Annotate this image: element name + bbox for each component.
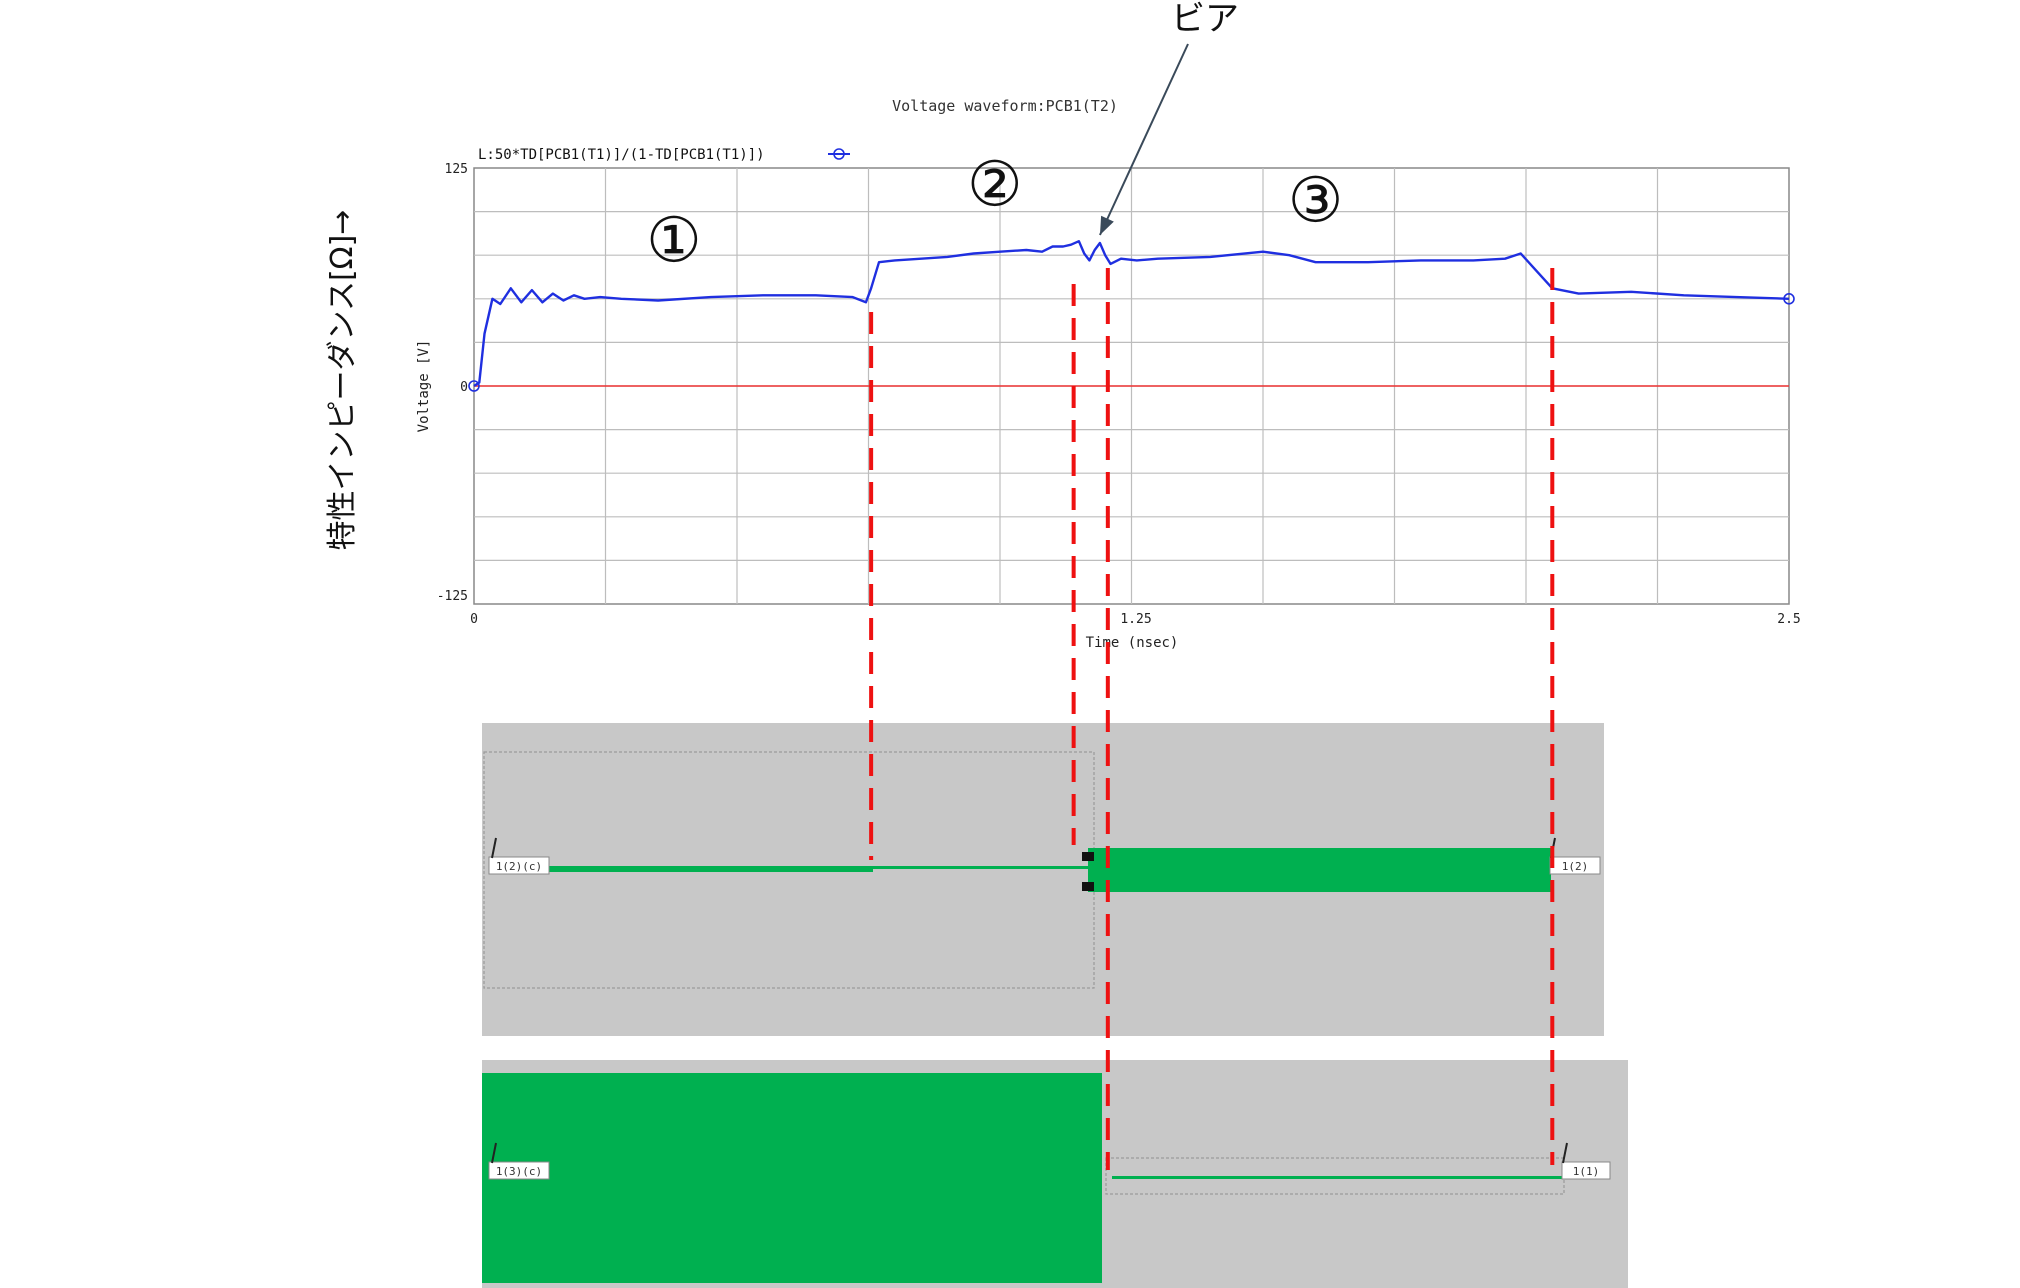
top-pad-right-label: 1(2)	[1562, 860, 1589, 873]
bottom-pad-right	[1561, 1161, 1611, 1180]
region-label-3-text: ③	[1288, 163, 1344, 236]
via-annotation-label: ビア	[1171, 0, 1239, 39]
y-tick-label-125: 125	[445, 162, 468, 177]
bottom-plane	[482, 1073, 1102, 1283]
series-start-marker	[468, 380, 480, 392]
top-narrow-trace	[873, 866, 1088, 869]
region-label-3: ③	[1288, 163, 1344, 236]
x-tick-label-1-25: 1.25	[1120, 612, 1151, 627]
bottom-probe-right	[1562, 1142, 1568, 1164]
top-probe-left	[491, 837, 497, 859]
region-label-2-text: ②	[967, 148, 1023, 221]
chart-title: Voltage waveform:PCB1(T2)	[892, 97, 1118, 115]
top-pad-left	[488, 856, 550, 875]
via-arrow-head	[1099, 215, 1114, 235]
via-pad-upper	[1082, 852, 1094, 861]
y-tick-label-neg125: -125	[437, 589, 468, 604]
x-tick-label-0: 0	[470, 612, 478, 627]
outer-y-axis-label: 特性インピーダンス[Ω]→	[325, 210, 360, 551]
impedance-series-line	[473, 240, 1790, 388]
region-label-1-text: ①	[646, 204, 702, 277]
top-wide-trace	[1088, 848, 1551, 892]
bottom-probe-left	[491, 1142, 497, 1164]
region-label-2: ②	[967, 148, 1023, 221]
via-pad-lower	[1082, 882, 1094, 891]
y-tick-label-0: 0	[460, 380, 468, 395]
legend-label: L:50*TD[PCB1(T1)]/(1-TD[PCB1(T1)])	[478, 147, 765, 163]
bottom-pad-left	[488, 1161, 550, 1180]
top-pad-right	[1549, 856, 1601, 875]
top-thin-trace	[493, 866, 873, 872]
bottom-narrow-trace	[1112, 1176, 1566, 1179]
x-tick-label-2-5: 2.5	[1777, 612, 1800, 627]
region-label-1: ①	[646, 204, 702, 277]
bottom-pad-right-label: 1(1)	[1573, 1165, 1600, 1178]
boundary-markers	[869, 268, 1555, 1170]
legend-marker	[833, 148, 845, 160]
series-end-marker	[1783, 292, 1795, 305]
top-pad-left-label: 1(2)(c)	[496, 860, 542, 873]
bottom-pad-left-label: 1(3)(c)	[496, 1165, 542, 1178]
via-arrow	[1099, 43, 1189, 236]
x-axis-label: Time (nsec)	[1086, 635, 1179, 651]
y-axis-label: Voltage [V]	[416, 340, 432, 433]
